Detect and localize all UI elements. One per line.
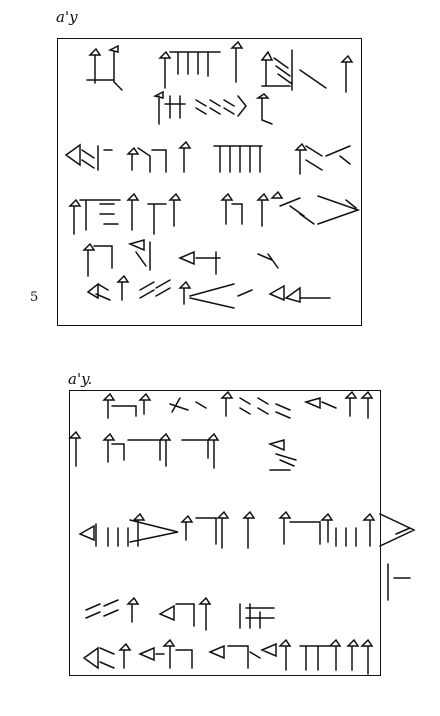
tablet-top-label: a'y xyxy=(56,8,78,26)
bottom-line-4 xyxy=(85,596,275,631)
top-line-1 xyxy=(86,40,354,93)
tablet-top-panel xyxy=(57,38,362,326)
top-line-2 xyxy=(152,90,273,125)
bottom-line-2 xyxy=(68,430,297,471)
tablet-top-signs xyxy=(64,40,361,309)
top-line-4 xyxy=(68,190,361,235)
tablet-bottom-panel xyxy=(69,390,381,676)
bottom-line-3b xyxy=(387,563,411,601)
line-number: 5 xyxy=(30,290,39,305)
tablet-bottom-label: a'y. xyxy=(68,370,93,388)
top-line-5 xyxy=(82,239,279,277)
top-line-6 xyxy=(86,274,331,309)
bottom-line-5 xyxy=(82,638,374,675)
top-line-3 xyxy=(64,140,351,175)
bottom-line-3 xyxy=(78,510,416,549)
bottom-line-1 xyxy=(102,390,374,419)
